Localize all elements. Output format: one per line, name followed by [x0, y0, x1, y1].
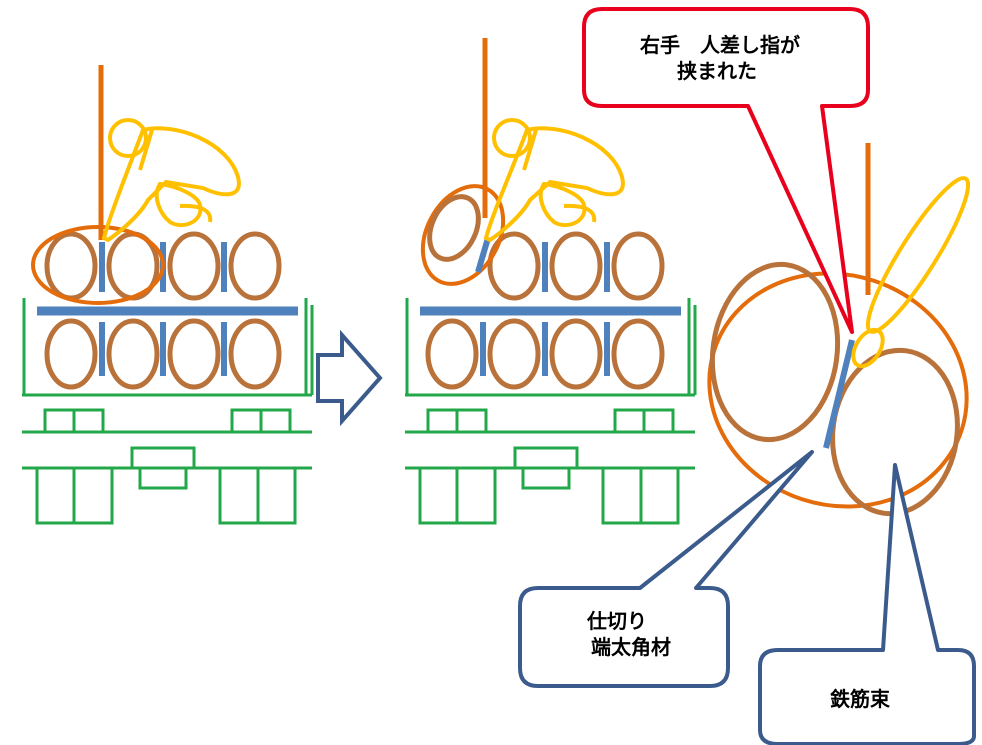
rebar-bundle-left	[709, 261, 841, 443]
callout-rebar-text: 鉄筋束	[790, 686, 930, 712]
truck	[22, 298, 314, 525]
callout-spacer	[518, 450, 814, 688]
panel-during	[405, 38, 697, 525]
callout-pinched-text: 右手 人差し指が 挟まれた	[600, 32, 840, 84]
worker-figure	[101, 118, 241, 243]
fingertip	[851, 327, 885, 369]
truck	[405, 298, 697, 525]
callout-rebar-line1: 鉄筋束	[830, 687, 890, 711]
callout-spacer-text: 仕切り 端太角材	[548, 608, 698, 660]
callout-rebar	[758, 463, 976, 745]
callout-pinched	[582, 7, 870, 334]
spacer-timber	[823, 339, 855, 449]
callout-pinched-line1: 右手 人差し指が	[640, 33, 800, 57]
panel-closeup	[707, 143, 971, 517]
worker-figure	[483, 118, 625, 243]
rebar-bundles-lower	[44, 318, 282, 390]
rebar-bundles-upper	[487, 231, 665, 301]
arrow-icon	[316, 329, 383, 427]
callout-spacer-line2: 端太角材	[591, 635, 671, 659]
rebar-bundles-lower	[425, 318, 665, 390]
callout-spacer-line1: 仕切り	[587, 609, 647, 633]
panel-before	[22, 65, 314, 525]
callout-pinched-line2: 挟まれた	[677, 59, 757, 83]
spacers-lower	[99, 322, 227, 376]
lifted-bundle	[420, 184, 506, 286]
spacers-upper	[542, 242, 610, 292]
finger-icon	[865, 176, 971, 334]
spacers-lower	[480, 322, 610, 376]
hoisted-load-outline	[31, 225, 165, 305]
